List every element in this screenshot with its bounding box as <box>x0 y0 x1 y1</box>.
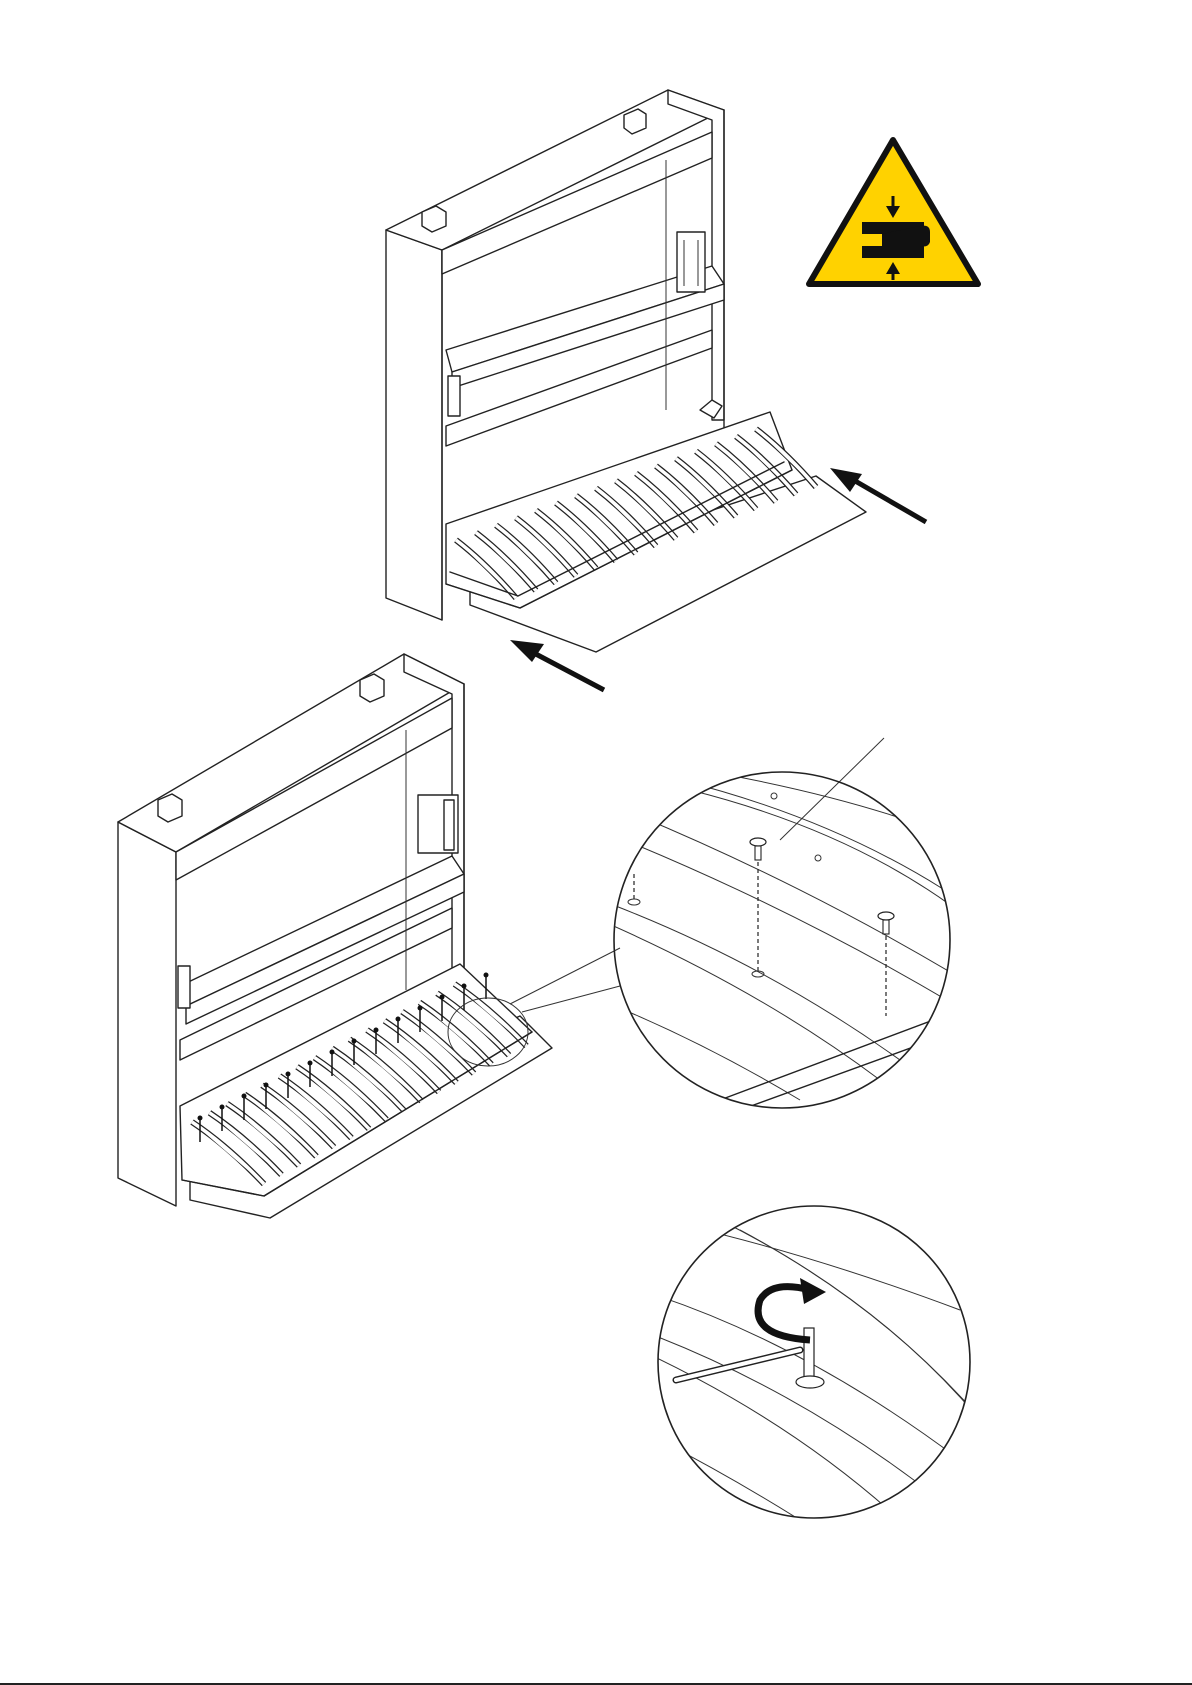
screw-icon <box>198 1116 203 1121</box>
screw-icon <box>418 1006 423 1011</box>
screw-icon <box>374 1028 379 1033</box>
screw-icon <box>264 1083 269 1088</box>
screw-icon <box>286 1072 291 1077</box>
screw-icon <box>440 995 445 1000</box>
rotate-clockwise-icon <box>758 1278 826 1340</box>
crush-hazard-hand-icon <box>809 140 978 284</box>
screw-icon <box>352 1039 357 1044</box>
screw-icon <box>308 1061 313 1066</box>
slatted-bed-base-top <box>446 400 866 652</box>
screw-icon <box>330 1050 335 1055</box>
screw-icon <box>484 973 489 978</box>
screw-icon <box>242 1094 247 1099</box>
screw-icon <box>750 838 766 977</box>
screw-icon <box>462 984 467 989</box>
screw-icon <box>878 912 894 1016</box>
screw-icon <box>396 1017 401 1022</box>
detail-circle-tighten-screws <box>640 1206 990 1520</box>
screw-icon <box>220 1105 225 1110</box>
detail-circle-screw-placement <box>600 738 980 1110</box>
